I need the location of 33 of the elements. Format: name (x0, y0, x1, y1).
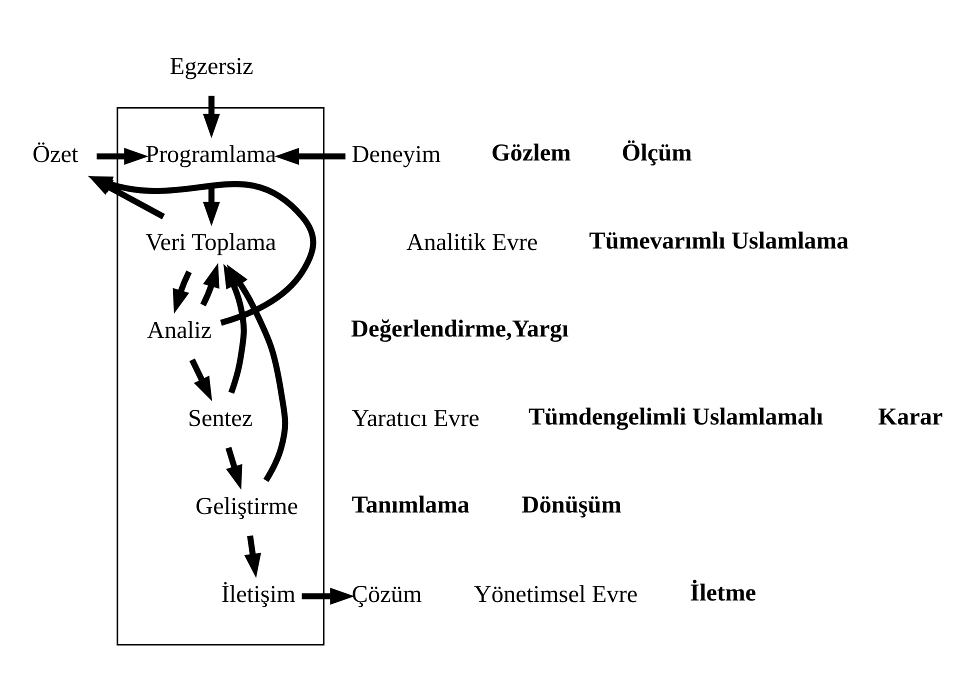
arrow (226, 446, 242, 490)
node-text: Analiz (147, 317, 212, 344)
arrow (274, 148, 346, 165)
arrow (226, 264, 288, 482)
label: Tümdengelimli Uslamlamalı (528, 404, 824, 431)
label: İletme (690, 580, 756, 607)
arrow (172, 270, 192, 314)
arrow (244, 535, 262, 578)
arrow (96, 148, 148, 165)
cluster (116, 107, 324, 646)
arrow (302, 588, 354, 605)
label: Tanımlama (352, 492, 470, 519)
arrow (189, 358, 212, 402)
label: Tümevarımlı Uslamlama (589, 228, 849, 255)
label: Dönüşüm (522, 492, 622, 519)
node-text: Programlama (145, 141, 276, 168)
label: Yaratıcı Evre (352, 405, 480, 432)
node-text: Veri Toplama (145, 229, 276, 256)
node-text: Sentez (188, 405, 253, 432)
label: Ölçüm (622, 140, 692, 167)
label: Karar (878, 404, 943, 431)
label: Gözlem (491, 140, 571, 167)
node-text: Egzersiz (170, 53, 254, 80)
node-text: Özet (32, 141, 78, 168)
arrow (202, 96, 220, 138)
node-text: Çözüm (352, 581, 422, 608)
label: Değerlendirme,Yargı (351, 316, 569, 343)
arrow (200, 263, 220, 306)
node-text: İletişim (221, 581, 296, 608)
node-text: Deneyim (352, 141, 441, 168)
label: Yönetimsel Evre (474, 581, 638, 608)
node-text: Geliştirme (196, 493, 298, 520)
label: Analitik Evre (406, 229, 538, 256)
